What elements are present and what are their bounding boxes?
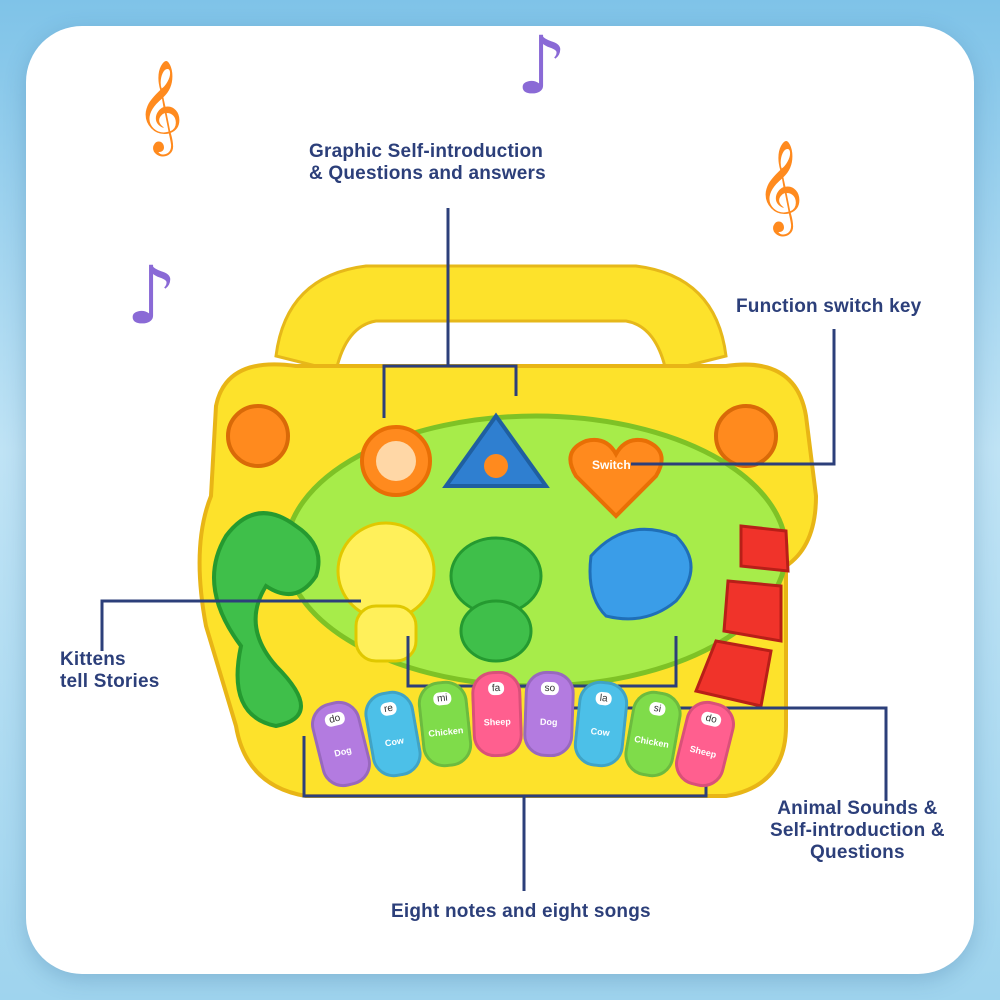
- piano-key-note: re: [379, 701, 399, 717]
- piano-key-animal: Chicken: [427, 725, 464, 739]
- piano-key-note: la: [595, 691, 613, 706]
- callout-kittens-tell-stories: Kittens tell Stories: [60, 649, 160, 692]
- toy-piano-illustration: [100, 208, 888, 891]
- callout-animal-sounds: Animal Sounds & Self-introduction & Ques…: [770, 798, 945, 863]
- callout-graphic-self-introduction: Graphic Self-introduction & Questions an…: [309, 141, 546, 184]
- piano-key-animal: Cow: [590, 725, 611, 738]
- dinosaur-figure: [212, 511, 321, 729]
- piano-key-note: do: [323, 710, 346, 728]
- red-pad-3: [693, 639, 773, 708]
- piano-key-animal: Sheep: [688, 743, 718, 760]
- callout-eight-notes-songs: Eight notes and eight songs: [391, 901, 651, 922]
- callout-function-switch-key: Function switch key: [736, 296, 922, 317]
- piano-key-note: so: [540, 681, 560, 696]
- dolphin-figure: [588, 527, 693, 621]
- treble-clef-icon: 𝄞: [136, 59, 184, 152]
- eighth-note-icon: ♪: [516, 26, 568, 112]
- piano-key-animal: Cow: [384, 735, 405, 749]
- piano-key-note: mi: [432, 691, 453, 707]
- piano-key-note: si: [648, 701, 667, 717]
- red-pad-1: [739, 524, 790, 573]
- switch-label: Switch: [592, 458, 631, 472]
- red-pad-2: [722, 579, 783, 643]
- right-orange-button: [714, 404, 778, 468]
- piano-key-note: fa: [487, 681, 505, 696]
- piano-key-animal: Sheep: [483, 716, 511, 728]
- toy-handle: [274, 264, 728, 373]
- piano-key-note: do: [700, 710, 723, 728]
- piano-key-animal: Dog: [333, 744, 353, 759]
- piano-key-animal: Chicken: [633, 733, 670, 750]
- balloon-icon: [376, 441, 416, 481]
- piano-key-animal: Dog: [539, 716, 558, 728]
- heart-switch-button: [568, 437, 664, 519]
- product-card: 𝄞 ♪ 𝄞 ♪: [26, 26, 974, 974]
- triangle-button: [442, 412, 550, 488]
- treble-clef-icon: 𝄞: [756, 139, 804, 232]
- eighth-note-icon: ♪: [126, 249, 178, 342]
- left-orange-button: [226, 404, 290, 468]
